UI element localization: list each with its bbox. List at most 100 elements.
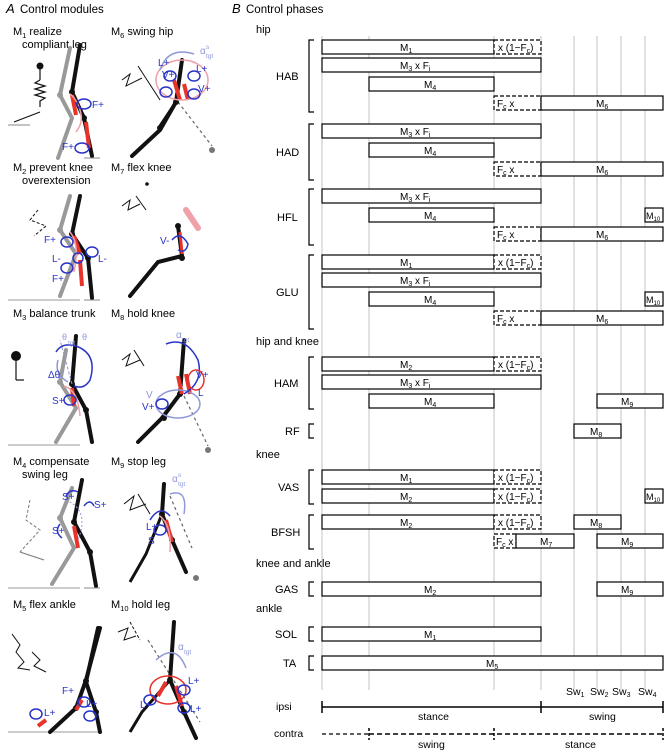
module-title-m8: M8 hold knee xyxy=(111,308,175,322)
stick-figure-icon xyxy=(121,198,141,211)
bar-label: M6 xyxy=(596,230,608,242)
stick-figure-icon xyxy=(117,627,137,641)
bar-label: M1 xyxy=(424,630,436,642)
bar-label: M8 xyxy=(590,427,602,439)
module-title-m2: M2 prevent knee xyxy=(13,162,93,176)
signal-label: L- xyxy=(98,254,107,265)
section-ankle: ankle xyxy=(256,603,282,615)
sketch-m10: L+ L+ L+ α tgt xyxy=(117,620,202,740)
bar-label: M7 xyxy=(540,537,552,549)
phase-bar-labels: M1 x (1−Fc) M3 x Fi M4 Fc x M6 M3 x Fi M… xyxy=(400,43,661,671)
bar-label: x (1−Fc) xyxy=(498,518,533,530)
bar-label: x (1−Fc) xyxy=(498,473,533,485)
bar-label: Fc x xyxy=(497,99,514,111)
section-knee-and-ankle: knee and ankle xyxy=(256,558,331,570)
signal-label: L+ xyxy=(146,522,158,533)
signal-label: L+ xyxy=(196,64,208,75)
module-title-m9: M9 stop leg xyxy=(111,456,166,470)
bar-label: M2 xyxy=(400,360,412,372)
module-title-m10: M10 hold leg xyxy=(111,599,170,613)
muscle-ta: TA xyxy=(283,658,297,670)
signal-label: F+ xyxy=(92,100,104,111)
signal-label: S+ xyxy=(94,500,107,511)
bar-label: M9 xyxy=(621,585,633,597)
bar-label: M3 x Fi xyxy=(400,127,431,139)
module-title-m4-line2: swing leg xyxy=(22,469,68,481)
swing-phase-label: Sw2 xyxy=(590,686,609,699)
signal-label: α xyxy=(172,474,178,485)
signal-label: tgt xyxy=(184,649,191,656)
signal-label: θ xyxy=(62,332,67,342)
phase-bar xyxy=(540,95,664,111)
panel-a-title: Control modules xyxy=(20,4,104,16)
bar-label: M4 xyxy=(424,211,436,223)
spring-leg-icon xyxy=(32,79,48,107)
signal-label: θ xyxy=(82,332,87,342)
muscle-gas: GAS xyxy=(275,584,298,596)
contra-timeline: contra swing stance xyxy=(274,728,664,750)
sketch-m7: V- xyxy=(121,182,201,298)
sketch-m4: S+ S+ S+ xyxy=(8,478,107,589)
bar-label: M9 xyxy=(621,397,633,409)
trunk-mass-icon xyxy=(11,351,21,361)
signal-label: s xyxy=(206,44,210,51)
bar-label: M10 xyxy=(646,492,661,504)
phase-bar-dashed xyxy=(493,39,542,55)
bar-label: M1 xyxy=(400,43,412,55)
signal-label: S+ xyxy=(52,526,65,537)
module-title-m5: M5 flex ankle xyxy=(13,599,76,613)
muscle-labels xyxy=(308,39,314,671)
stick-figure-icon xyxy=(11,633,31,671)
signal-label: S+ xyxy=(52,396,65,407)
muscle-hab: HAB xyxy=(276,71,299,83)
stick-figure-icon xyxy=(121,352,141,367)
signal-label: L- xyxy=(52,254,61,265)
bar-label: Fc x xyxy=(497,165,514,177)
signal-label: tgt xyxy=(206,53,213,60)
feedback-loop-icon xyxy=(76,98,92,110)
signal-label: α xyxy=(176,330,182,341)
signal-label: L+ xyxy=(190,704,202,715)
sketch-m6: L+ V+ L+ V+ α tgt s xyxy=(121,44,215,158)
signal-label: V+ xyxy=(162,70,175,81)
section-knee: knee xyxy=(256,449,280,461)
muscle-pink xyxy=(183,207,201,231)
bar-label: M9 xyxy=(621,537,633,549)
bar-label: M6 xyxy=(596,314,608,326)
bar-label: M8 xyxy=(590,518,602,530)
swing-leg-grey xyxy=(57,194,79,298)
module-title-m6: M6 swing hip xyxy=(111,26,173,40)
signal-label: L+ xyxy=(44,708,56,719)
signal-label: L+ xyxy=(188,676,200,687)
section-hip: hip xyxy=(256,24,271,36)
sketch-m3: θ θ tgt Δθ S+ xyxy=(8,332,94,446)
bar-label: M10 xyxy=(646,295,661,307)
muscle-red-2 xyxy=(84,121,91,149)
bar-label: M6 xyxy=(596,165,608,177)
trunk-mass-icon xyxy=(36,62,44,70)
swing-phase-label: Sw4 xyxy=(638,686,657,699)
signal-label: F+ xyxy=(52,274,64,285)
bar-label: x (1−Fc) xyxy=(498,492,533,504)
signal-label: S xyxy=(148,536,155,547)
muscle-sol: SOL xyxy=(275,629,297,641)
signal-label: tgt xyxy=(178,481,185,488)
muscle-bfsh: BFSH xyxy=(271,527,300,539)
bar-label: M1 xyxy=(400,473,412,485)
module-title-m1: M1 realize xyxy=(13,26,62,40)
bar-label: M3 x Fi xyxy=(400,61,431,73)
sketch-m1: F+ F+ xyxy=(8,43,104,160)
bar-label: M4 xyxy=(424,295,436,307)
signal-label: V+ xyxy=(196,370,209,381)
module-titles: M1 realize compliant leg M2 prevent knee… xyxy=(13,26,175,613)
bar-label: M2 xyxy=(424,585,436,597)
module-title-m1-line2: compliant leg xyxy=(22,39,87,51)
signal-label: V+ xyxy=(142,402,155,413)
signal-label: V- xyxy=(160,236,169,247)
signal-label: α xyxy=(178,642,184,653)
signal-label: L+ xyxy=(140,700,152,711)
muscle-hfl: HFL xyxy=(277,212,298,224)
bar-label: x (1−Fc) xyxy=(498,43,533,55)
contra-swing-label: swing xyxy=(418,739,445,750)
bar-label: M3 x Fi xyxy=(400,276,431,288)
